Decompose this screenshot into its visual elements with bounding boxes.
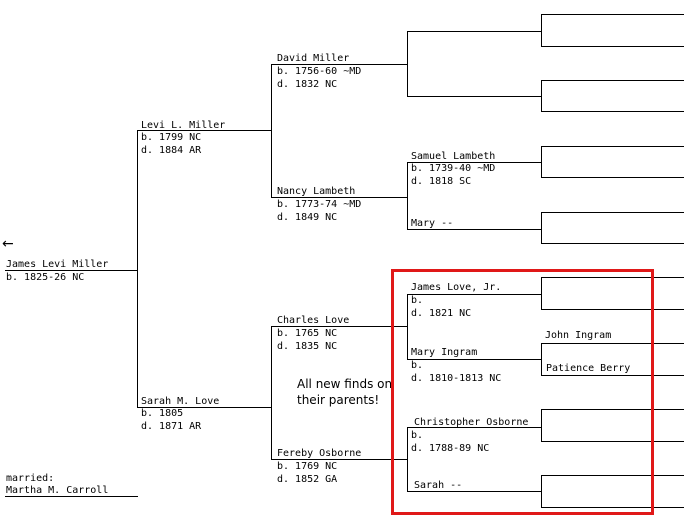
mgm-line [271, 459, 408, 460]
pgf-line [271, 64, 408, 65]
pgf-father-line [407, 31, 541, 32]
g4-slot-4 [541, 212, 684, 244]
mary-name: Mary -- [411, 218, 454, 229]
james-jr-born: b. [411, 295, 424, 306]
g4-slot-ingram-parents [541, 343, 684, 376]
root-line [5, 270, 138, 271]
mary-ingram-name: Mary Ingram [411, 347, 478, 358]
pgm-line [271, 197, 408, 198]
mgm-name: Fereby Osborne [277, 448, 362, 459]
father-bracket [271, 64, 272, 197]
pgf-died: d. 1832 NC [277, 79, 338, 90]
pgf-bracket [407, 31, 408, 97]
christopher-born: b. [411, 430, 424, 441]
pgm-name: Nancy Lambeth [277, 186, 356, 197]
root-bracket [137, 130, 138, 407]
highlight-new-finds [391, 269, 654, 515]
pgf-mother-line [407, 96, 541, 97]
samuel-died: d. 1818 SC [411, 176, 472, 187]
pgf-name: David Miller [277, 53, 350, 64]
mother-bracket [271, 326, 272, 460]
mary-line [407, 229, 541, 230]
g4-slot-7 [541, 409, 684, 442]
patience-berry-name: Patience Berry [546, 363, 631, 374]
mother-name: Sarah M. Love [141, 396, 220, 407]
root-born: b. 1825-26 NC [6, 272, 85, 283]
father-name: Levi L. Miller [141, 120, 226, 131]
annotation-line-1: All new finds on [297, 377, 393, 391]
mgf-bracket [407, 294, 408, 359]
sarah-line [407, 491, 541, 492]
samuel-born: b. 1739-40 ~MD [411, 163, 496, 174]
spouse-line [5, 496, 138, 497]
mgf-line [271, 326, 408, 327]
mgf-name: Charles Love [277, 315, 350, 326]
annotation-line-2: their parents! [297, 393, 380, 407]
samuel-line [407, 162, 541, 163]
married-label: married: [6, 473, 55, 484]
pgf-born: b. 1756-60 ~MD [277, 66, 362, 77]
mgm-born: b. 1769 NC [277, 461, 338, 472]
pgm-bracket [407, 162, 408, 229]
christopher-name: Christopher Osborne [414, 417, 529, 428]
pgm-born: b. 1773-74 ~MD [277, 199, 362, 210]
james-jr-died: d. 1821 NC [411, 308, 472, 319]
samuel-name: Samuel Lambeth [411, 151, 496, 162]
spouse-name: Martha M. Carroll [6, 485, 109, 496]
christopher-line [407, 427, 541, 428]
g4-slot-1 [541, 14, 684, 47]
g4-slot-2 [541, 80, 684, 112]
father-born: b. 1799 NC [141, 132, 202, 143]
pgm-died: d. 1849 NC [277, 212, 338, 223]
g4-slot-3 [541, 146, 684, 178]
john-ingram-name: John Ingram [545, 330, 612, 341]
mother-died: d. 1871 AR [141, 421, 202, 432]
mgm-died: d. 1852 GA [277, 474, 338, 485]
christopher-died: d. 1788-89 NC [411, 443, 490, 454]
back-arrow-icon[interactable]: ← [2, 236, 14, 252]
g4-slot-5 [541, 277, 684, 310]
father-died: d. 1884 AR [141, 145, 202, 156]
mgf-born: b. 1765 NC [277, 328, 338, 339]
father-line [137, 130, 271, 131]
mother-born: b. 1805 [141, 408, 184, 419]
sarah-name: Sarah -- [414, 480, 463, 491]
mary-ingram-died: d. 1810-1813 NC [411, 373, 502, 384]
mary-ingram-line [407, 359, 541, 360]
mary-ingram-born: b. [411, 360, 424, 371]
mgf-died: d. 1835 NC [277, 341, 338, 352]
g4-slot-8 [541, 475, 684, 508]
james-jr-line [407, 294, 541, 295]
mother-line [137, 407, 271, 408]
mgm-bracket [407, 427, 408, 492]
james-jr-name: James Love, Jr. [411, 282, 502, 293]
root-name: James Levi Miller [6, 259, 109, 270]
